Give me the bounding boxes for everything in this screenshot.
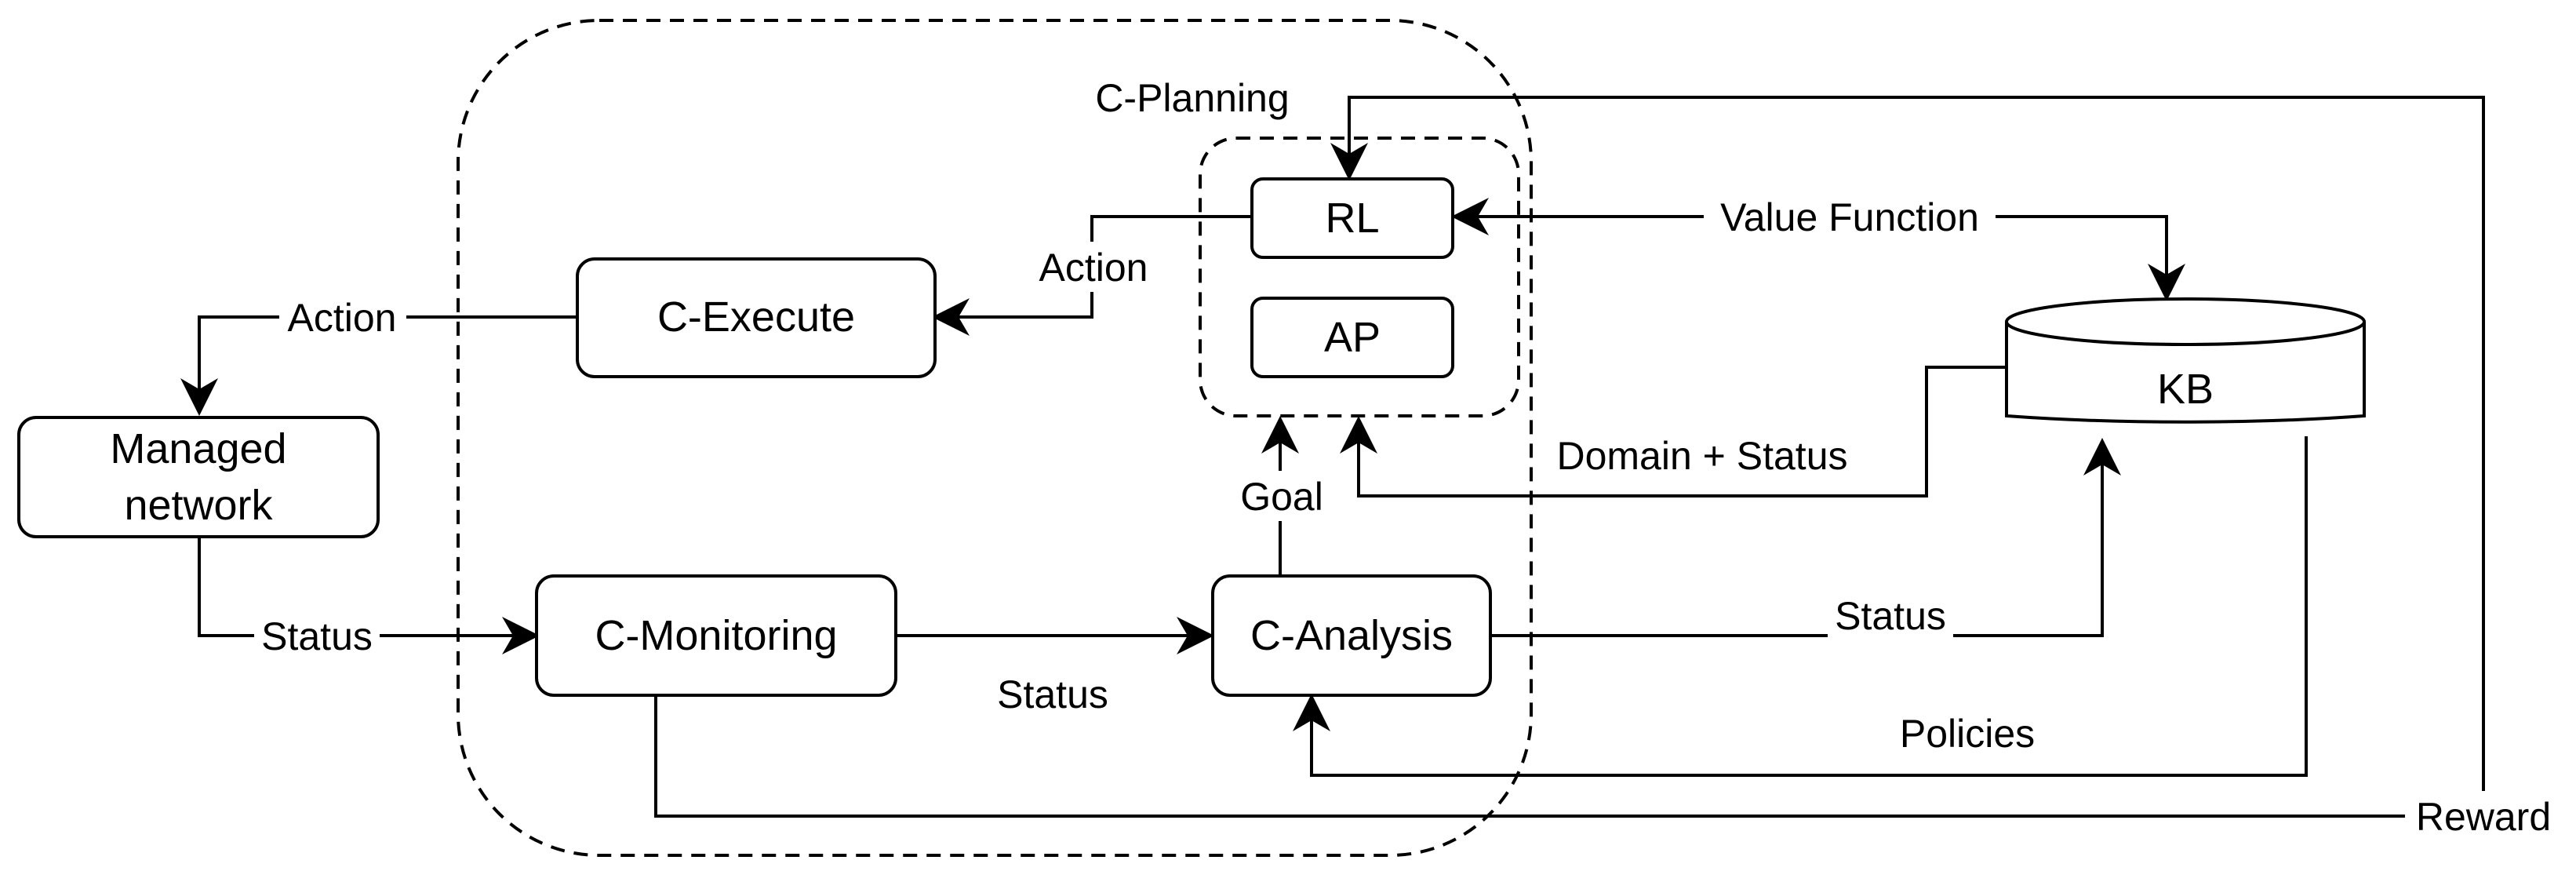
node-rl-label: RL	[1325, 195, 1379, 242]
node-c-analysis-label: C-Analysis	[1250, 612, 1453, 659]
node-managed-network: Managed network	[17, 416, 380, 538]
label-bg	[1704, 191, 1996, 242]
label-bg	[254, 610, 380, 661]
edge-policies	[1293, 436, 2308, 777]
controller-group	[457, 19, 1533, 857]
planning-title: C-Planning	[1095, 76, 1289, 120]
edge-label-action-network: Action	[288, 296, 397, 340]
edge-label-reward: Reward	[2416, 795, 2551, 839]
node-c-execute: C-Execute	[576, 257, 937, 378]
edge-value-function	[1451, 198, 2185, 301]
node-rl: RL	[1250, 177, 1454, 259]
node-ap-label: AP	[1324, 314, 1381, 361]
label-bg	[1828, 590, 1953, 640]
edge-label-value-function: Value Function	[1720, 195, 1979, 239]
edge-action-execute-network	[180, 315, 577, 416]
node-ap: AP	[1250, 297, 1454, 378]
edge-label-policies: Policies	[1900, 712, 2035, 756]
node-kb-label: KB	[2157, 366, 2214, 413]
label-bg	[279, 292, 406, 342]
edge-label-goal: Goal	[1240, 475, 1323, 519]
edge-label-status-monitoring: Status	[997, 672, 1108, 716]
edge-label-status-analysis: Status	[1835, 594, 1946, 638]
node-c-monitoring-label: C-Monitoring	[595, 612, 837, 659]
label-bg	[1029, 242, 1158, 292]
edge-domain-status	[1340, 366, 2007, 497]
edge-status-analysis-kb	[1490, 438, 2121, 637]
node-c-analysis: C-Analysis	[1211, 574, 1492, 697]
node-c-monitoring: C-Monitoring	[535, 574, 897, 697]
node-managed-network-line2: network	[124, 482, 273, 529]
edge-label-domain-status: Domain + Status	[1556, 434, 1847, 478]
label-bg	[1236, 471, 1324, 521]
edge-status-network-monitoring	[198, 537, 540, 654]
node-kb-database: KB	[2005, 297, 2366, 424]
edge-label-action-planning: Action	[1039, 246, 1148, 290]
node-c-execute-label: C-Execute	[657, 293, 855, 341]
label-bg	[2405, 791, 2562, 841]
edge-reward	[654, 96, 2485, 818]
edge-label-status-network: Status	[261, 614, 373, 658]
node-managed-network-line1: Managed	[110, 425, 286, 472]
